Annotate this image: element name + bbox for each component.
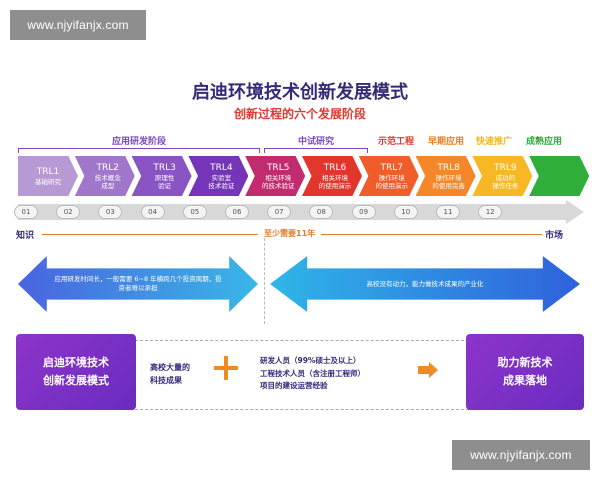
model-title-line-2: 创新发展模式 [43, 374, 109, 387]
trl-step-desc: 相关环境 [265, 173, 292, 182]
watermark-bottom: www.njyifanjx.com [452, 440, 590, 470]
trl-step-code: TRL6 [323, 162, 347, 173]
trl-step-desc: 验证 [158, 181, 172, 190]
industrialization-challenge-text: 高校没有动力，能力做技术成果的产业化 [366, 279, 484, 288]
resource-line-2: 科技成果 [150, 376, 182, 385]
trl-step-code: TRL3 [153, 162, 176, 173]
trl-step-desc: 的使用完善 [432, 181, 465, 190]
resource-line-1: 高校大量的 [150, 363, 190, 372]
trl-step-code: TRL7 [380, 162, 404, 173]
timeline-tick: 08 [309, 205, 334, 219]
arrow-right-icon [418, 362, 438, 378]
trl-step-desc: 相关环境 [322, 173, 348, 182]
trl-step-desc: 实验室 [211, 173, 232, 182]
timeline-tick: 12 [478, 205, 503, 219]
trl-step-desc: 原理性 [154, 173, 175, 182]
industrialization-challenge-arrow: 高校没有动力，能力做技术成果的产业化 [270, 256, 580, 312]
axis-label-knowledge: 知识 [16, 231, 35, 241]
trl-step-desc: 的技术验证 [261, 181, 295, 190]
plus-icon [214, 356, 238, 380]
resource-text: 高校大量的 科技成果 [150, 361, 190, 387]
trl-step-desc: 基础研究 [35, 177, 61, 186]
phase-label-demo: 示范工程 [378, 137, 415, 147]
main-title: 启迪环境技术创新发展模式 [192, 82, 408, 103]
staff-text: 研发人员（99%硕士及以上） 工程技术人员（含注册工程师） 项目的建设运营经验 [260, 355, 365, 393]
trl-step-desc: 技术概念 [94, 173, 121, 182]
trl-step-code: TRL1 [36, 166, 60, 177]
duration-label: 至少需要11年 [258, 228, 322, 239]
axis-label-market: 市场 [545, 231, 564, 241]
staff-line-1: 研发人员（99%硕士及以上） [260, 356, 361, 365]
rd-challenge-arrow: 应用研发时间长，一般需要 6~8 年横跨几个投资周期，投资者难以承担 [18, 256, 258, 312]
timeline-tick: 10 [393, 205, 418, 219]
trl-step-code: TRL9 [494, 162, 517, 173]
phase-label-rd: 应用研发阶段 [112, 137, 167, 147]
rd-challenge-text: 应用研发时间长，一般需要 6~8 年横跨几个投资周期，投资者难以承担 [54, 275, 222, 292]
trl-step-desc: 操作环境 [378, 173, 405, 182]
outcome-box: 助力新技术 成果落地 [466, 334, 584, 410]
trl-step-desc: 的使用演示 [375, 181, 409, 190]
phase-bracket-pilot [264, 148, 368, 153]
timeline-tick: 11 [436, 205, 460, 219]
trl-step-desc: 操作环境 [435, 173, 462, 182]
trl-step-desc: 的使用演示 [318, 181, 352, 190]
middle-divider [264, 238, 265, 324]
phase-label-mature: 成熟应用 [526, 137, 563, 147]
trl-step-code: TRL4 [210, 162, 233, 173]
timeline-tick: 04 [140, 205, 165, 219]
timeline-tick: 01 [14, 205, 38, 219]
trl-step-code: TRL8 [437, 162, 460, 173]
trl-step-desc: 技术验证 [208, 181, 235, 190]
phase-bracket-rd [18, 148, 260, 153]
timeline-tick: 06 [225, 205, 249, 219]
timeline-tick: 09 [351, 205, 376, 219]
subtitle: 创新过程的六个发展阶段 [233, 107, 366, 121]
phase-label-pilot: 中试研究 [298, 137, 335, 147]
model-title-line-1: 启迪环境技术 [43, 356, 109, 369]
trl-step-desc: 成型 [101, 181, 115, 190]
timeline-tick: 03 [98, 205, 123, 219]
timeline-tick: 05 [182, 205, 207, 219]
phase-label-early: 早期应用 [428, 137, 465, 147]
outcome-line-2: 成果落地 [503, 374, 547, 387]
timeline-tick: 07 [267, 205, 292, 219]
timeline-tick: 02 [56, 205, 81, 219]
phase-label-fast: 快速推广 [476, 137, 513, 147]
model-title-box: 启迪环境技术 创新发展模式 [16, 334, 136, 410]
trl-step-desc: 成功的 [495, 173, 516, 182]
trl-step-code: TRL5 [266, 162, 290, 173]
outcome-line-1: 助力新技术 [497, 356, 553, 369]
watermark-top: www.njyifanjx.com [10, 10, 146, 40]
trl-step-code: TRL2 [96, 162, 120, 173]
trl-step-desc: 操作任务 [492, 181, 519, 190]
staff-line-3: 项目的建设运营经验 [260, 381, 328, 390]
trl-step-10 [529, 156, 590, 196]
timeline-arrow-head [566, 200, 584, 224]
staff-line-2: 工程技术人员（含注册工程师） [260, 368, 365, 378]
